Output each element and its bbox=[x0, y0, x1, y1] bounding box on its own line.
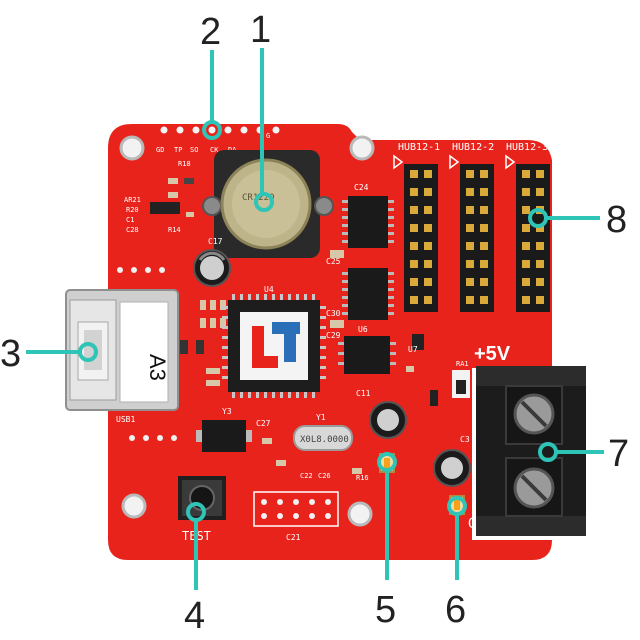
silk-C21: C21 bbox=[286, 533, 301, 542]
silk-U4: U4 bbox=[264, 285, 274, 294]
usb-sticker-label: A3 bbox=[145, 354, 170, 381]
hub12-3-label: HUB12-3 bbox=[506, 142, 548, 153]
silk-GD: GD bbox=[156, 146, 164, 154]
chip-top bbox=[342, 196, 394, 248]
usb-side-pins bbox=[117, 267, 177, 441]
callout-number-6: 6 bbox=[445, 589, 466, 631]
callout-number-1: 1 bbox=[250, 9, 271, 51]
mounting-hole-bottom-center bbox=[347, 501, 373, 527]
capacitor-c11 bbox=[369, 401, 407, 439]
usb-port[interactable]: A3 bbox=[65, 289, 179, 411]
silk-R18: R18 bbox=[178, 160, 191, 168]
silk-R20: R20 bbox=[126, 206, 139, 214]
callout-ring-1 bbox=[254, 192, 274, 212]
callout-ring-8 bbox=[528, 208, 548, 228]
hub12-header-3 bbox=[516, 164, 550, 312]
callout-ring-4 bbox=[186, 502, 206, 522]
callout-ring-6 bbox=[447, 496, 467, 516]
silk-SO: SO bbox=[190, 146, 198, 154]
callout-lines bbox=[26, 48, 604, 590]
silk-C24: C24 bbox=[354, 183, 369, 192]
silk-C30: C30 bbox=[326, 309, 341, 318]
capacitor-c17 bbox=[193, 249, 231, 287]
silk-C17: C17 bbox=[208, 237, 223, 246]
hub12-2-label: HUB12-2 bbox=[452, 142, 494, 153]
chip-middle bbox=[342, 268, 394, 320]
chip-u6 bbox=[338, 336, 396, 374]
silk-C22: C22 bbox=[300, 472, 313, 480]
callout-ring-7 bbox=[538, 442, 558, 462]
callout-number-2: 2 bbox=[200, 11, 221, 53]
silkscreen-labels: U4 U6 U7 C17 C24 C25 C27 C29 C30 C11 C3 … bbox=[116, 160, 470, 542]
mounting-hole-top-left bbox=[119, 135, 145, 161]
callout-number-8: 8 bbox=[606, 199, 627, 241]
silk-R16: R16 bbox=[356, 474, 369, 482]
capacitor-c3 bbox=[433, 449, 471, 487]
crystal-label: X0L8.0000 bbox=[300, 435, 349, 445]
silk-USB1: USB1 bbox=[116, 415, 135, 424]
silk-Y3: Y3 bbox=[222, 407, 232, 416]
bottom-header bbox=[253, 491, 339, 527]
callout-number-3: 3 bbox=[0, 333, 21, 375]
hub12-header-2 bbox=[460, 164, 494, 312]
callout-number-7: 7 bbox=[608, 433, 629, 475]
header-arrows bbox=[393, 154, 516, 170]
silk-C25: C25 bbox=[326, 257, 341, 266]
regulator-y3 bbox=[196, 420, 252, 452]
callout-ring-5 bbox=[377, 452, 397, 472]
silk-RA1: RA1 bbox=[456, 360, 469, 368]
mounting-holes bbox=[119, 135, 375, 527]
silk-Y1: Y1 bbox=[316, 413, 326, 422]
silk-U6: U6 bbox=[358, 325, 368, 334]
silk-C29: C29 bbox=[326, 331, 341, 340]
coin-battery: CR1220 bbox=[202, 150, 334, 258]
silk-AR21: AR21 bbox=[124, 196, 141, 204]
silk-G: G bbox=[266, 132, 270, 140]
hub12-1-label: HUB12-1 bbox=[398, 142, 440, 153]
voltage-label: +5V bbox=[474, 343, 511, 365]
silk-C28: C28 bbox=[126, 226, 139, 234]
silk-R14: R14 bbox=[168, 226, 181, 234]
callout-number-5: 5 bbox=[375, 589, 396, 631]
main-mcu bbox=[222, 294, 326, 398]
callout-ring-3 bbox=[78, 342, 98, 362]
silk-C26: C26 bbox=[318, 472, 331, 480]
crystal-oscillator: X0L8.0000 bbox=[293, 425, 353, 451]
power-terminal bbox=[476, 366, 586, 536]
silk-C27: C27 bbox=[256, 419, 271, 428]
hub12-header-1 bbox=[404, 164, 438, 312]
silk-CK: CK bbox=[210, 146, 219, 154]
callout-ring-2 bbox=[202, 120, 222, 140]
silk-U7: U7 bbox=[408, 345, 418, 354]
mounting-hole-top-center bbox=[349, 135, 375, 161]
silk-C3: C3 bbox=[460, 435, 470, 444]
silk-C1: C1 bbox=[126, 216, 134, 224]
mounting-hole-bottom-left bbox=[121, 493, 147, 519]
silk-TP: TP bbox=[174, 146, 182, 154]
callout-number-4: 4 bbox=[184, 595, 205, 637]
ra1-component bbox=[452, 370, 470, 398]
callout-numbers: 1 2 3 4 5 6 7 8 bbox=[0, 9, 629, 637]
smd-components bbox=[150, 178, 438, 474]
silk-C11: C11 bbox=[356, 389, 371, 398]
top-pin-row bbox=[160, 126, 280, 134]
